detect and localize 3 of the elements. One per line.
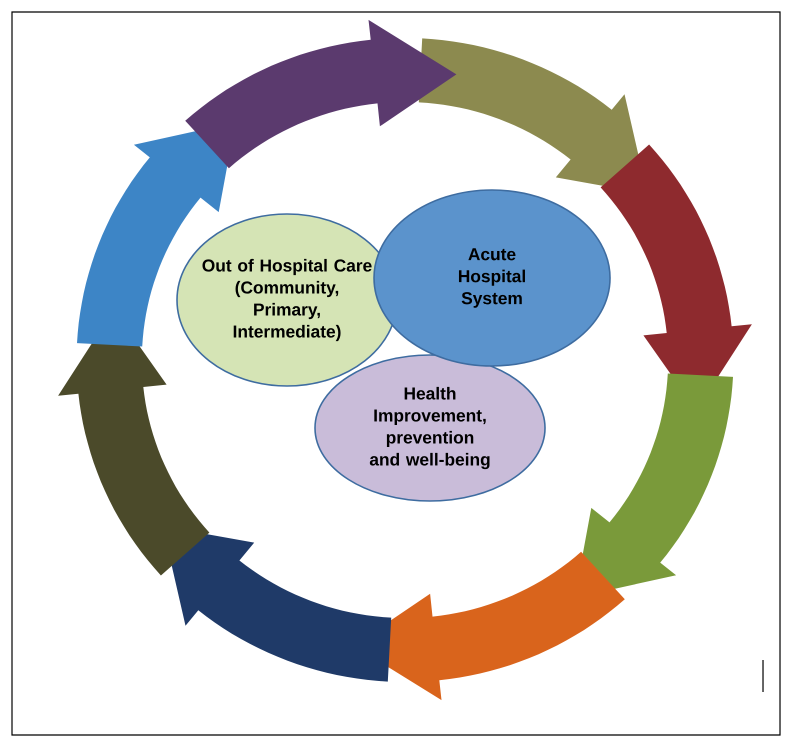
circle-label: Acute Hospital System — [458, 248, 525, 308]
circle-label: Health Improvement, prevention and well-being — [370, 386, 490, 470]
circle-label: Out of Hospital Care (Community, Primary, Intermediate) — [202, 258, 372, 342]
